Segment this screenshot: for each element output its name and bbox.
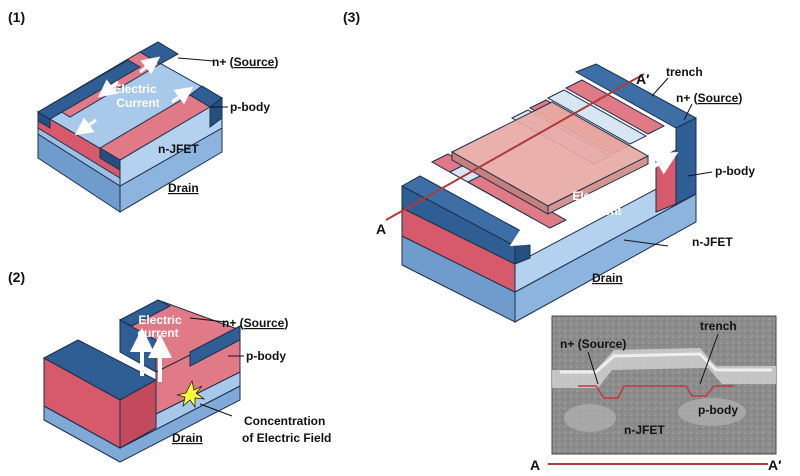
p2-pbody-label: p-body (246, 349, 286, 363)
p1-current-arrows (74, 56, 194, 136)
sem-pbody-left (564, 404, 616, 432)
p1-current-line2: Current (116, 96, 159, 110)
p3-pbody-leader (687, 171, 713, 177)
p3-jfet-label: n-JFET (692, 235, 733, 249)
p3-drain-label: Drain (592, 271, 623, 285)
p1-source-label: n+ (Source) (212, 55, 278, 69)
sem-cross-section: n+ (Source) trench p-body n-JFET A A′ (530, 315, 782, 473)
p3-section-a: A (376, 221, 386, 237)
p1-current-line1: Electric (113, 82, 157, 96)
field-concentration-spark-icon (176, 379, 206, 409)
p3-trench-label: trench (666, 65, 703, 79)
sem-trench-leader (699, 333, 719, 385)
p2-source-leader (189, 317, 227, 323)
p1-pbody-label: p-body (230, 100, 270, 114)
p3-gate-plate (450, 101, 650, 215)
p3-source-leader (683, 103, 693, 121)
p3-trench-leader (651, 77, 669, 97)
panel-2: (2) Electric current n+ (8, 269, 331, 463)
p3-pbody-label: p-body (715, 164, 755, 178)
sem-gate-band (552, 348, 776, 388)
panel-3-number: (3) (343, 9, 360, 25)
p2-current-line2: current (137, 326, 178, 340)
p1-jfet-label: n-JFET (158, 142, 199, 156)
p3-jfet-body (401, 167, 697, 293)
sem-axis-a-prime: A′ (768, 457, 782, 473)
p1-drain-layer (37, 127, 223, 213)
panel-3: (3) (343, 9, 755, 323)
p2-current-line1: Electric (138, 313, 182, 327)
panel-2-number: (2) (8, 269, 25, 285)
p2-field-line1: Concentration (244, 414, 325, 428)
p3-current-arrows (509, 151, 679, 247)
sem-gate-outline (560, 352, 772, 374)
sem-source-leader (587, 351, 599, 385)
p3-source-label: n+ (Source) (676, 91, 742, 105)
sem-pbody-label: p-body (698, 403, 738, 417)
p2-drain-label: Drain (172, 431, 203, 445)
p2-field-line2: of Electric Field (242, 431, 331, 445)
p2-field-leader (199, 403, 233, 417)
sem-trench-label: trench (700, 319, 737, 333)
p3-section-a-prime: A′ (636, 71, 650, 87)
p3-section-line (385, 73, 645, 221)
p3-current-line2: Current (578, 204, 621, 218)
sem-pbody-right (678, 398, 746, 426)
panel-1: (1) (8, 9, 278, 213)
p1-drain-label: Drain (168, 181, 199, 195)
sem-source-label: n+ (Source) (560, 337, 626, 351)
p3-current-line1: Electric (572, 189, 616, 203)
p2-current-arrows (130, 328, 172, 382)
p1-source-leader (177, 57, 215, 62)
sem-jfet-label: n-JFET (624, 423, 665, 437)
panel-1-number: (1) (8, 9, 25, 25)
p2-source-label: n+ (Source) (222, 316, 288, 330)
sem-axis-a: A (530, 457, 540, 473)
sem-trench-outline (578, 385, 734, 399)
p3-jfet-leader (623, 239, 669, 247)
